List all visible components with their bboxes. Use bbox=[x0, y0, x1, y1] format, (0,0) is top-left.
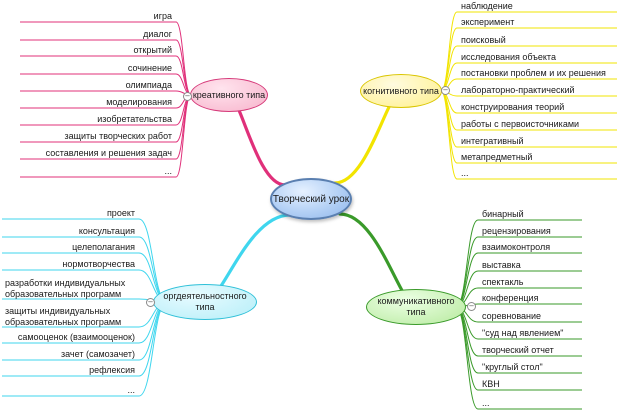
leaf-item-organizational[interactable]: консультация bbox=[78, 226, 135, 236]
leaf-item-creative[interactable]: составления и решения задач bbox=[45, 148, 172, 158]
leaf-connector-communicative bbox=[455, 306, 479, 391]
branch-organizational[interactable]: оргдеятельностного типа bbox=[153, 284, 257, 320]
leaf-item-cognitive[interactable]: интегративный bbox=[461, 136, 524, 146]
leaf-connector-communicative bbox=[455, 306, 479, 374]
collapse-toggle-organizational[interactable]: − bbox=[146, 298, 155, 307]
leaf-item-communicative[interactable]: выставка bbox=[482, 260, 521, 270]
leaf-item-cognitive[interactable]: лабораторно-практический bbox=[461, 85, 575, 95]
leaf-item-communicative[interactable]: конференция bbox=[482, 293, 539, 303]
leaf-item-creative[interactable]: изобретательства bbox=[97, 114, 172, 124]
leaf-item-organizational[interactable]: разработки индивидуальных образовательны… bbox=[5, 278, 126, 299]
leaf-item-creative[interactable]: игра bbox=[153, 11, 172, 21]
central-topic-label: Творческий урок bbox=[272, 193, 350, 205]
leaf-item-cognitive[interactable]: исследования объекта bbox=[461, 52, 556, 62]
leaf-connector-creative bbox=[175, 39, 192, 96]
leaf-item-communicative[interactable]: соревнование bbox=[482, 311, 542, 321]
leaf-item-communicative[interactable]: ... bbox=[482, 398, 490, 408]
leaf-connector-creative bbox=[175, 94, 192, 160]
leaf-item-communicative[interactable]: "суд над явлением" bbox=[482, 328, 564, 338]
leaf-connector-cognitive bbox=[440, 90, 458, 180]
branch-organizational-label: оргдеятельностного типа bbox=[163, 291, 247, 312]
branch-cognitive-label: когнитивного типа bbox=[363, 85, 439, 96]
leaf-item-cognitive[interactable]: конструирования теорий bbox=[461, 102, 565, 112]
central-topic[interactable]: Творческий урок bbox=[270, 178, 352, 220]
leaf-item-organizational[interactable]: целеполагания bbox=[72, 242, 135, 252]
leaf-connector-cognitive bbox=[440, 27, 458, 92]
branch-creative-label: креативного типа bbox=[192, 89, 266, 100]
branch-communicative-label: коммуникативного типа bbox=[377, 296, 455, 317]
leaf-item-creative[interactable]: сочинение bbox=[127, 63, 172, 73]
leaf-connector-organizational bbox=[138, 301, 168, 377]
collapse-toggle-cognitive[interactable]: − bbox=[441, 86, 450, 95]
leaf-item-communicative[interactable]: взаимоконтроля bbox=[482, 242, 551, 252]
leaf-item-communicative[interactable]: рецензирования bbox=[482, 226, 551, 236]
leaf-item-cognitive[interactable]: работы с первоисточниками bbox=[461, 119, 580, 129]
leaf-item-creative[interactable]: моделирования bbox=[106, 97, 172, 107]
leaf-connector-organizational bbox=[138, 301, 168, 397]
branch-cognitive[interactable]: когнитивного типа bbox=[360, 74, 442, 108]
leaf-item-organizational[interactable]: ... bbox=[127, 385, 135, 395]
leaf-item-communicative[interactable]: творческий отчет bbox=[482, 345, 554, 355]
leaf-item-organizational[interactable]: нормотворчества bbox=[62, 259, 135, 269]
leaf-item-creative[interactable]: олимпиада bbox=[125, 80, 172, 90]
leaf-item-communicative[interactable]: бинарный bbox=[482, 209, 524, 219]
leaf-item-cognitive[interactable]: ... bbox=[461, 168, 469, 178]
leaf-item-cognitive[interactable]: наблюдение bbox=[461, 1, 513, 11]
leaf-item-cognitive[interactable]: поисковый bbox=[461, 35, 506, 45]
leaf-item-communicative[interactable]: "круглый стол" bbox=[482, 362, 543, 372]
leaf-item-creative[interactable]: защиты творческих работ bbox=[64, 131, 172, 141]
leaf-item-cognitive[interactable]: постановки проблем и их решения bbox=[461, 68, 606, 78]
leaf-item-communicative[interactable]: спектакль bbox=[482, 277, 524, 287]
leaf-item-creative[interactable]: ... bbox=[164, 166, 172, 176]
leaf-item-organizational[interactable]: зачет (самозачет) bbox=[61, 349, 135, 359]
leaf-item-organizational[interactable]: проект bbox=[106, 208, 135, 218]
leaf-item-communicative[interactable]: КВН bbox=[482, 379, 500, 389]
leaf-item-cognitive[interactable]: метапредметный bbox=[461, 152, 533, 162]
leaf-item-organizational[interactable]: рефлексия bbox=[89, 365, 135, 375]
leaf-item-creative[interactable]: диалог bbox=[143, 29, 172, 39]
leaf-item-cognitive[interactable]: эксперимент bbox=[461, 17, 515, 27]
leaf-item-organizational[interactable]: защиты индивидуальных образовательных пр… bbox=[5, 306, 122, 327]
collapse-toggle-creative[interactable]: − bbox=[183, 92, 192, 101]
collapse-toggle-communicative[interactable]: − bbox=[467, 302, 476, 311]
branch-creative[interactable]: креативного типа bbox=[190, 78, 268, 112]
leaf-connector-organizational bbox=[138, 218, 168, 303]
leaf-connector-communicative bbox=[455, 219, 479, 308]
leaf-item-organizational[interactable]: самооценок (взаимооценок) bbox=[17, 332, 135, 342]
branch-communicative[interactable]: коммуникативного типа bbox=[366, 289, 466, 325]
leaf-item-creative[interactable]: открытий bbox=[133, 45, 172, 55]
